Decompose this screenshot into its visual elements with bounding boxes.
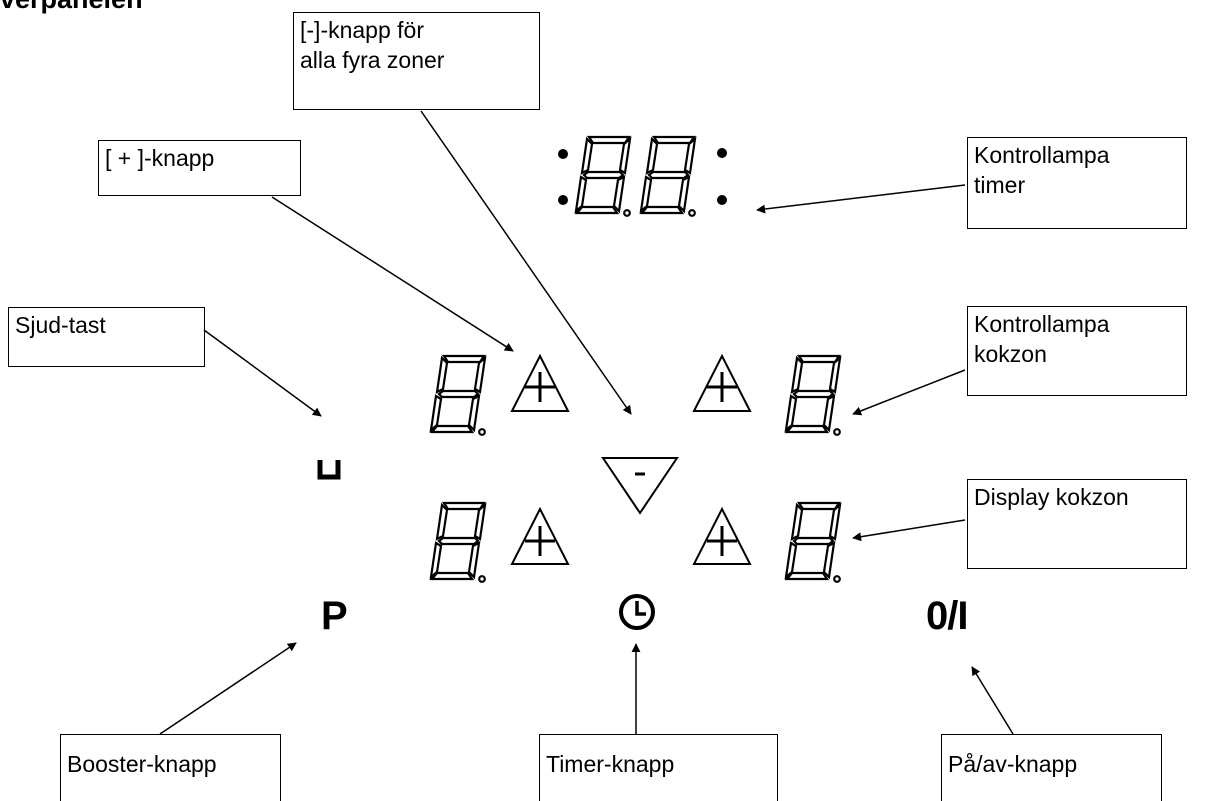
timer-indicator-dot (558, 195, 568, 205)
label-booster-key: Booster-knapp (60, 734, 281, 801)
page-title: verpanelen (0, 0, 143, 13)
plus-triangle-icon[interactable] (692, 506, 752, 565)
plus-triangle-icon[interactable] (692, 353, 752, 412)
timer-indicator-dot (558, 149, 568, 159)
label-zone-lamp: Kontrollampa kokzon (967, 306, 1187, 396)
label-timer-lamp: Kontrollampa timer (967, 137, 1187, 229)
plus-triangle-icon[interactable] (510, 506, 570, 565)
label-sound-key: Sjud-tast (8, 307, 205, 367)
timer-indicator-dot (717, 195, 727, 205)
plus-triangle-icon[interactable] (510, 353, 570, 412)
booster-key[interactable]: P (321, 594, 348, 638)
label-power-key: På/av-knapp (941, 734, 1162, 801)
seven-segment-display-icon (574, 135, 632, 217)
seven-segment-display-icon (784, 354, 842, 436)
power-key[interactable]: 0/I (926, 594, 968, 638)
clock-icon[interactable] (619, 594, 655, 630)
timer-display (558, 135, 727, 217)
label-zone-display: Display kokzon (967, 479, 1187, 569)
sound-key-icon[interactable] (317, 460, 341, 480)
label-timer-key: Timer-knapp (539, 734, 778, 801)
arrow-icon (159, 110, 1014, 735)
seven-segment-display-icon (639, 135, 697, 217)
label-plus-key: [ + ]-knapp (98, 140, 301, 196)
label-minus-key: [-]-knapp för alla fyra zoner (293, 12, 540, 110)
minus-triangle-icon[interactable] (601, 457, 679, 515)
seven-segment-display-icon (429, 501, 487, 583)
seven-segment-display-icon (784, 501, 842, 583)
seven-segment-display-icon (429, 354, 487, 436)
timer-indicator-dot (717, 148, 727, 158)
